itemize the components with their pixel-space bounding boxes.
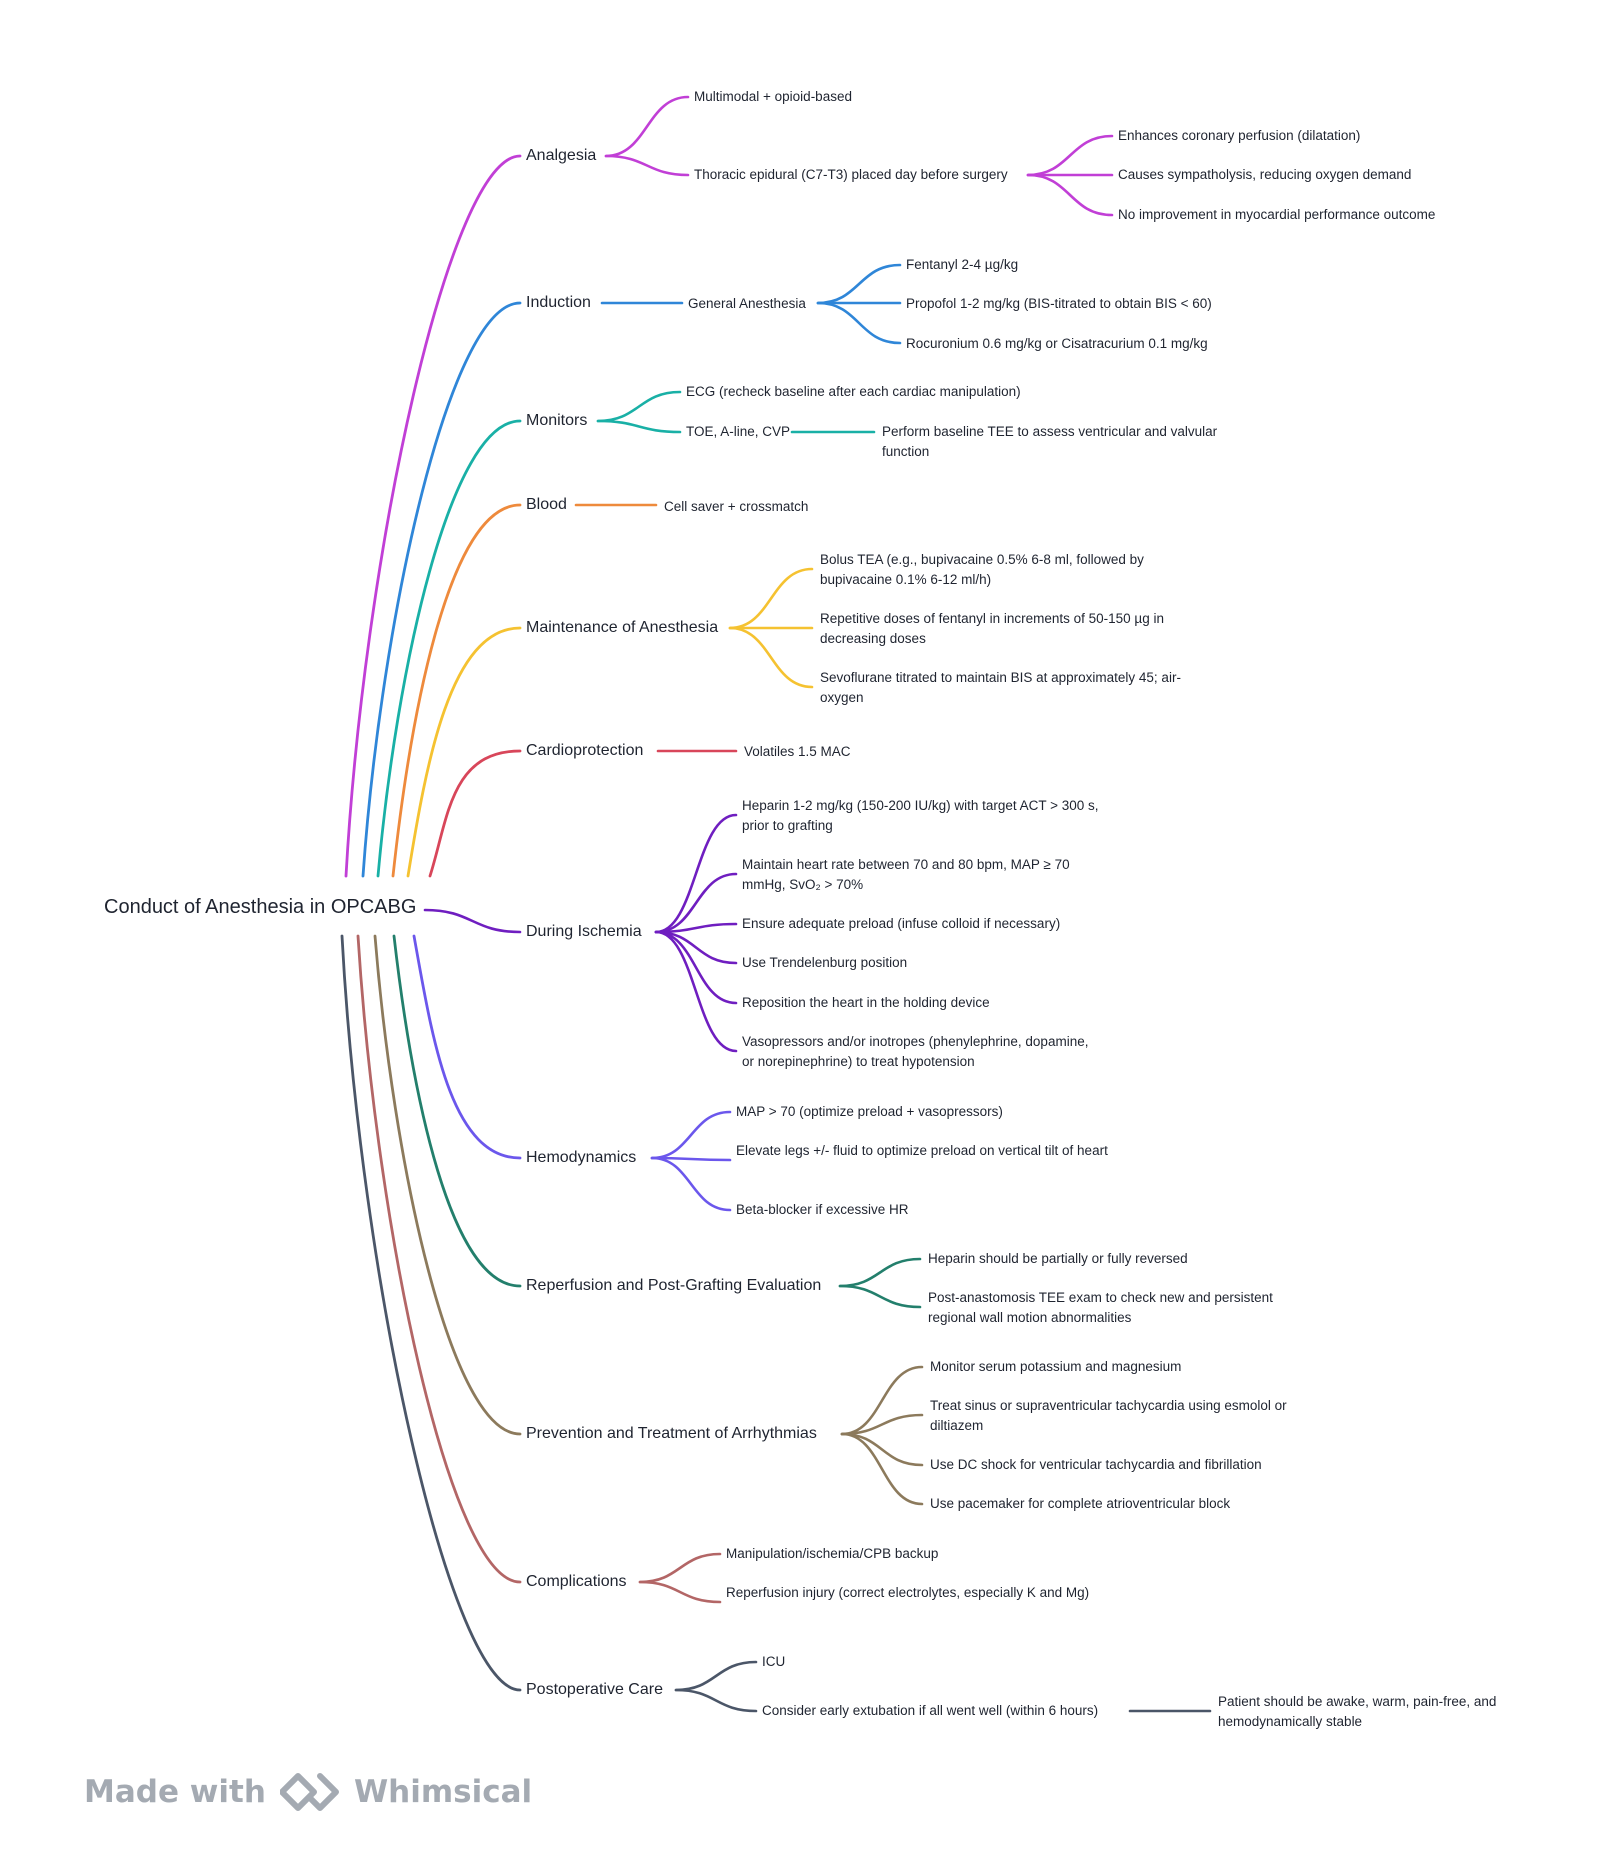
wire-arrhythmia-2 (840, 1413, 924, 1436)
node-dc-shock[interactable]: Use DC shock for ventricular tachycardia… (930, 1457, 1262, 1472)
node-general-anesthesia[interactable]: General Anesthesia (688, 296, 806, 311)
node-propofol[interactable]: Propofol 1-2 mg/kg (BIS-titrated to obta… (906, 296, 1212, 311)
node-trendelenburg[interactable]: Use Trendelenburg position (742, 955, 908, 970)
node-heparin[interactable]: Heparin 1-2 mg/kg (150-200 IU/kg) with t… (742, 798, 1099, 833)
node-sevoflurane[interactable]: Sevoflurane titrated to maintain BIS at … (820, 670, 1181, 705)
branch-maintenance[interactable]: Maintenance of Anesthesia (526, 619, 719, 636)
node-manipulation[interactable]: Manipulation/ischemia/CPB backup (726, 1546, 939, 1561)
wire-reperf-2 (838, 1284, 922, 1309)
node-volatiles[interactable]: Volatiles 1.5 MAC (744, 744, 851, 759)
watermark-prefix: Made with (84, 1774, 266, 1810)
whimsical-watermark[interactable]: Made with Whimsical (84, 1772, 532, 1812)
wire-postop-2 (674, 1688, 758, 1713)
wire-ischemia-2 (654, 872, 738, 934)
wire-epidural-1 (1026, 134, 1114, 177)
node-vasopressors[interactable]: Vasopressors and/or inotropes (phenyleph… (742, 1034, 1089, 1069)
node-rocuronium[interactable]: Rocuronium 0.6 mg/kg or Cisatracurium 0.… (906, 336, 1208, 351)
wire-arrhythmia-4 (840, 1432, 924, 1506)
branch-monitors[interactable]: Monitors (526, 412, 588, 429)
wire-root-reperfusion (392, 934, 522, 1288)
node-coronary-perfusion[interactable]: Enhances coronary perfusion (dilatation) (1118, 128, 1361, 143)
branch-arrhythmias[interactable]: Prevention and Treatment of Arrhythmias (526, 1425, 817, 1442)
wire-root-monitors (376, 419, 522, 878)
node-tachycardia[interactable]: Treat sinus or supraventricular tachycar… (930, 1398, 1287, 1433)
branch-hemodynamics[interactable]: Hemodynamics (526, 1149, 637, 1166)
branch-cardioprotection[interactable]: Cardioprotection (526, 742, 644, 759)
node-multimodal[interactable]: Multimodal + opioid-based (694, 89, 852, 104)
wire-epidural-3 (1026, 173, 1114, 217)
node-post-anastomosis-tee[interactable]: Post-anastomosis TEE exam to check new a… (928, 1290, 1273, 1325)
whimsical-logo-icon (279, 1773, 339, 1811)
wire-reperf-1 (838, 1257, 922, 1288)
wire-comp-1 (638, 1552, 722, 1584)
node-ecg[interactable]: ECG (recheck baseline after each cardiac… (686, 384, 1021, 399)
node-repetitive-fentanyl[interactable]: Repetitive doses of fentanyl in incremen… (820, 611, 1164, 646)
node-cell-saver[interactable]: Cell saver + crossmatch (664, 499, 809, 514)
wire-comp-2 (638, 1580, 722, 1604)
wire-hemo-1 (650, 1110, 732, 1160)
node-beta-blocker[interactable]: Beta-blocker if excessive HR (736, 1202, 909, 1217)
watermark-brand: Whimsical (353, 1774, 533, 1810)
node-reperfusion-injury[interactable]: Reperfusion injury (correct electrolytes… (726, 1585, 1090, 1600)
node-preload[interactable]: Ensure adequate preload (infuse colloid … (742, 916, 1061, 931)
node-icu[interactable]: ICU (762, 1654, 786, 1669)
wire-hemo-3 (650, 1156, 732, 1212)
root-node[interactable]: Conduct of Anesthesia in OPCABG (104, 896, 417, 918)
node-thoracic-epidural[interactable]: Thoracic epidural (C7-T3) placed day bef… (694, 167, 1008, 182)
branch-during-ischemia[interactable]: During Ischemia (526, 923, 642, 940)
wire-analgesia-1 (604, 95, 690, 158)
node-no-improvement[interactable]: No improvement in myocardial performance… (1118, 207, 1436, 222)
wire-arrhythmia-1 (840, 1365, 924, 1436)
wire-monitors-1 (596, 390, 682, 423)
node-heparin-reversed[interactable]: Heparin should be partially or fully rev… (928, 1251, 1188, 1266)
branch-analgesia[interactable]: Analgesia (526, 147, 597, 164)
node-bolus-tea[interactable]: Bolus TEA (e.g., bupivacaine 0.5% 6-8 ml… (820, 552, 1144, 587)
branch-reperfusion[interactable]: Reperfusion and Post-Grafting Evaluation (526, 1277, 822, 1294)
wire-ischemia-6 (654, 930, 738, 1053)
branch-postoperative[interactable]: Postoperative Care (526, 1681, 663, 1698)
wire-monitors-2 (596, 419, 682, 434)
node-toe-aline-cvp[interactable]: TOE, A-line, CVP (686, 424, 791, 439)
node-early-extubation[interactable]: Consider early extubation if all went we… (762, 1703, 1099, 1718)
wire-root-hemodynamics (412, 934, 522, 1160)
wire-maint-1 (728, 567, 814, 630)
branch-blood[interactable]: Blood (526, 496, 567, 513)
node-fentanyl[interactable]: Fentanyl 2-4 µg/kg (906, 257, 1019, 272)
node-elevate-legs[interactable]: Elevate legs +/- fluid to optimize prelo… (736, 1143, 1108, 1158)
branch-induction[interactable]: Induction (526, 294, 591, 311)
wire-root-postoperative (340, 934, 522, 1692)
wire-ga-1 (816, 263, 902, 305)
wire-root-cardioprotection (428, 749, 522, 878)
wire-analgesia-2 (604, 154, 690, 177)
wire-root-blood (391, 503, 522, 878)
node-pacemaker[interactable]: Use pacemaker for complete atrioventricu… (930, 1496, 1231, 1511)
wire-root-maintenance (406, 626, 522, 878)
wire-root-arrhythmias (373, 934, 522, 1436)
node-baseline-tee[interactable]: Perform baseline TEE to assess ventricul… (882, 424, 1218, 459)
wire-root-induction (361, 301, 522, 878)
wire-maint-3 (728, 626, 814, 689)
node-reposition-heart[interactable]: Reposition the heart in the holding devi… (742, 995, 990, 1010)
wire-arrhythmia-3 (840, 1432, 924, 1467)
wire-root-complications (356, 934, 522, 1584)
wire-ischemia-1 (654, 813, 738, 934)
node-potassium[interactable]: Monitor serum potassium and magnesium (930, 1359, 1182, 1374)
wire-root-ischemia (423, 908, 522, 934)
branch-complications[interactable]: Complications (526, 1573, 627, 1590)
wire-postop-1 (674, 1660, 758, 1692)
node-map-70[interactable]: MAP > 70 (optimize preload + vasopressor… (736, 1104, 1003, 1119)
node-awake-warm[interactable]: Patient should be awake, warm, pain-free… (1218, 1694, 1497, 1729)
wire-root-analgesia (344, 154, 522, 878)
node-sympatholysis[interactable]: Causes sympatholysis, reducing oxygen de… (1118, 167, 1412, 182)
node-maintain-hr[interactable]: Maintain heart rate between 70 and 80 bp… (742, 857, 1070, 892)
wire-ga-3 (816, 301, 902, 345)
